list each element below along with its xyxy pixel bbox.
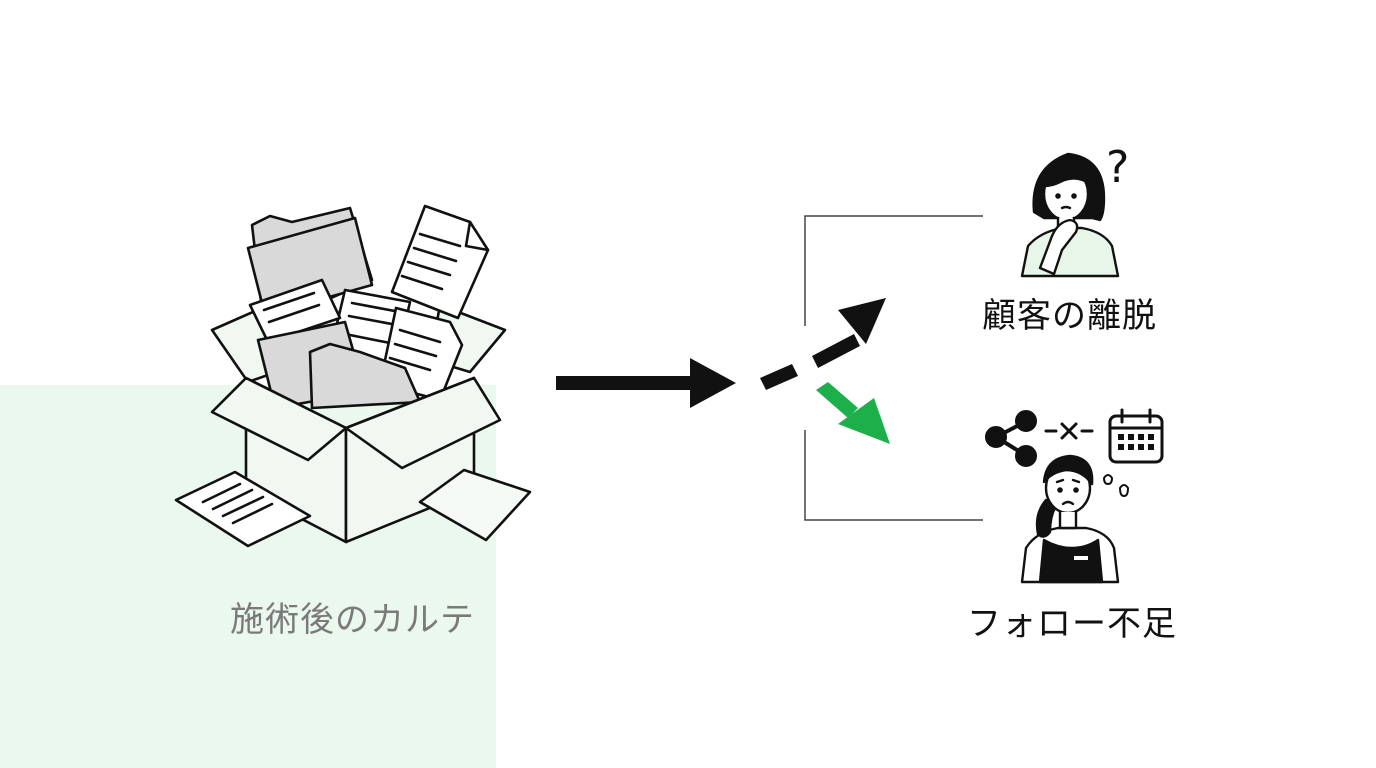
document-icon (418, 468, 532, 542)
flow-arrow (556, 358, 736, 408)
question-mark: ? (1106, 142, 1129, 193)
sweat-drop-icon (1102, 474, 1130, 498)
box-label: 施術後のカルテ (230, 600, 475, 640)
branch-bracket (804, 215, 983, 521)
broken-link-icon (1044, 422, 1094, 440)
share-icon (985, 410, 1037, 467)
document-icon (248, 278, 342, 344)
woman-confused-icon (1020, 152, 1120, 278)
downward-arrow (816, 382, 890, 444)
calendar-icon (1108, 408, 1164, 464)
upward-arrow (760, 298, 886, 390)
folder-icon (246, 206, 374, 317)
customer-churn-label: 顧客の離脱 (982, 296, 1157, 336)
document-icon (174, 470, 312, 548)
document-icon (390, 204, 490, 320)
folder-icon (308, 342, 422, 410)
follow-up-shortage-label: フォロー不足 (967, 604, 1177, 644)
staff-worried-icon (1020, 454, 1120, 584)
